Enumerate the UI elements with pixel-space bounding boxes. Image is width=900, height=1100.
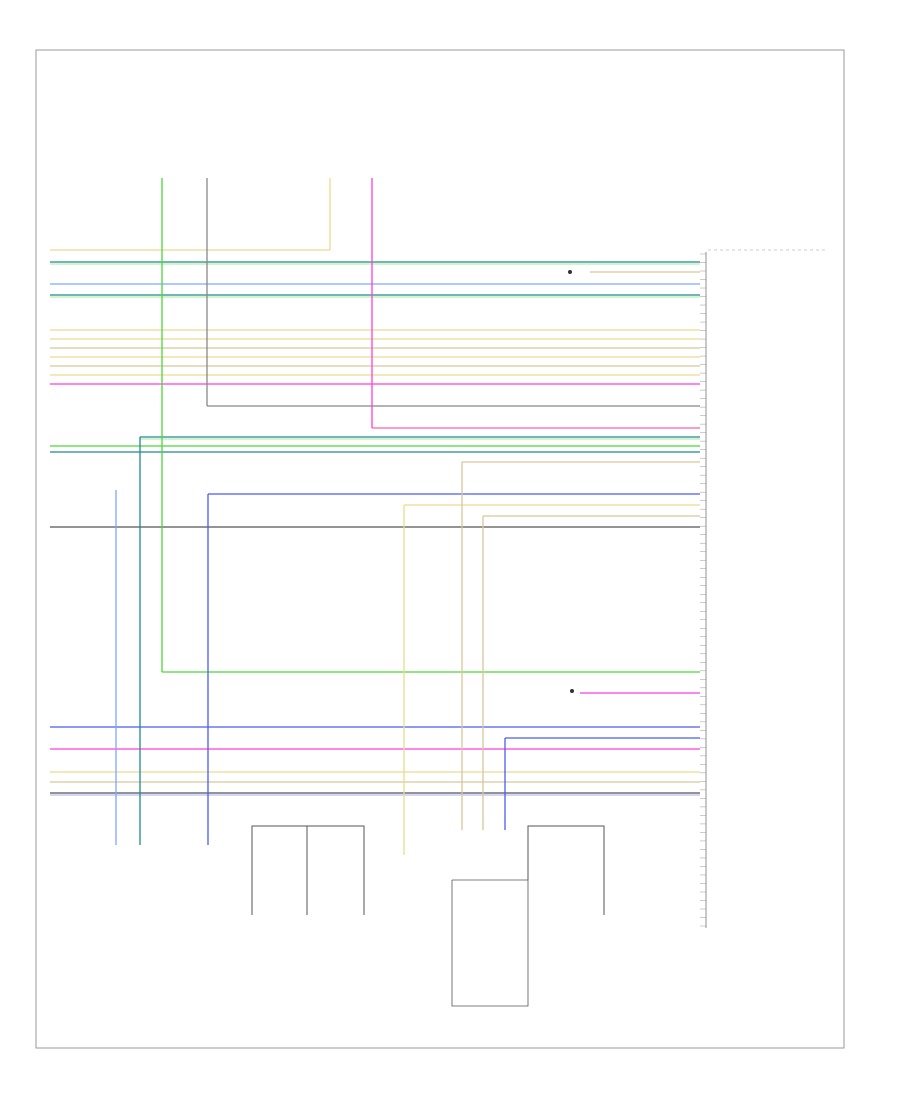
ground-bracket <box>251 825 365 915</box>
diagram-frame <box>35 49 845 1049</box>
ground-bracket-right <box>527 825 605 915</box>
pcm-connector <box>700 249 828 928</box>
splice-dot <box>570 689 574 693</box>
sensor-box <box>451 879 529 1007</box>
splice-dot <box>568 270 572 274</box>
splice-points <box>568 270 574 693</box>
vertical-wires <box>115 178 506 855</box>
horizontal-wires <box>50 249 700 796</box>
pcm-pin-ticks <box>700 253 706 927</box>
